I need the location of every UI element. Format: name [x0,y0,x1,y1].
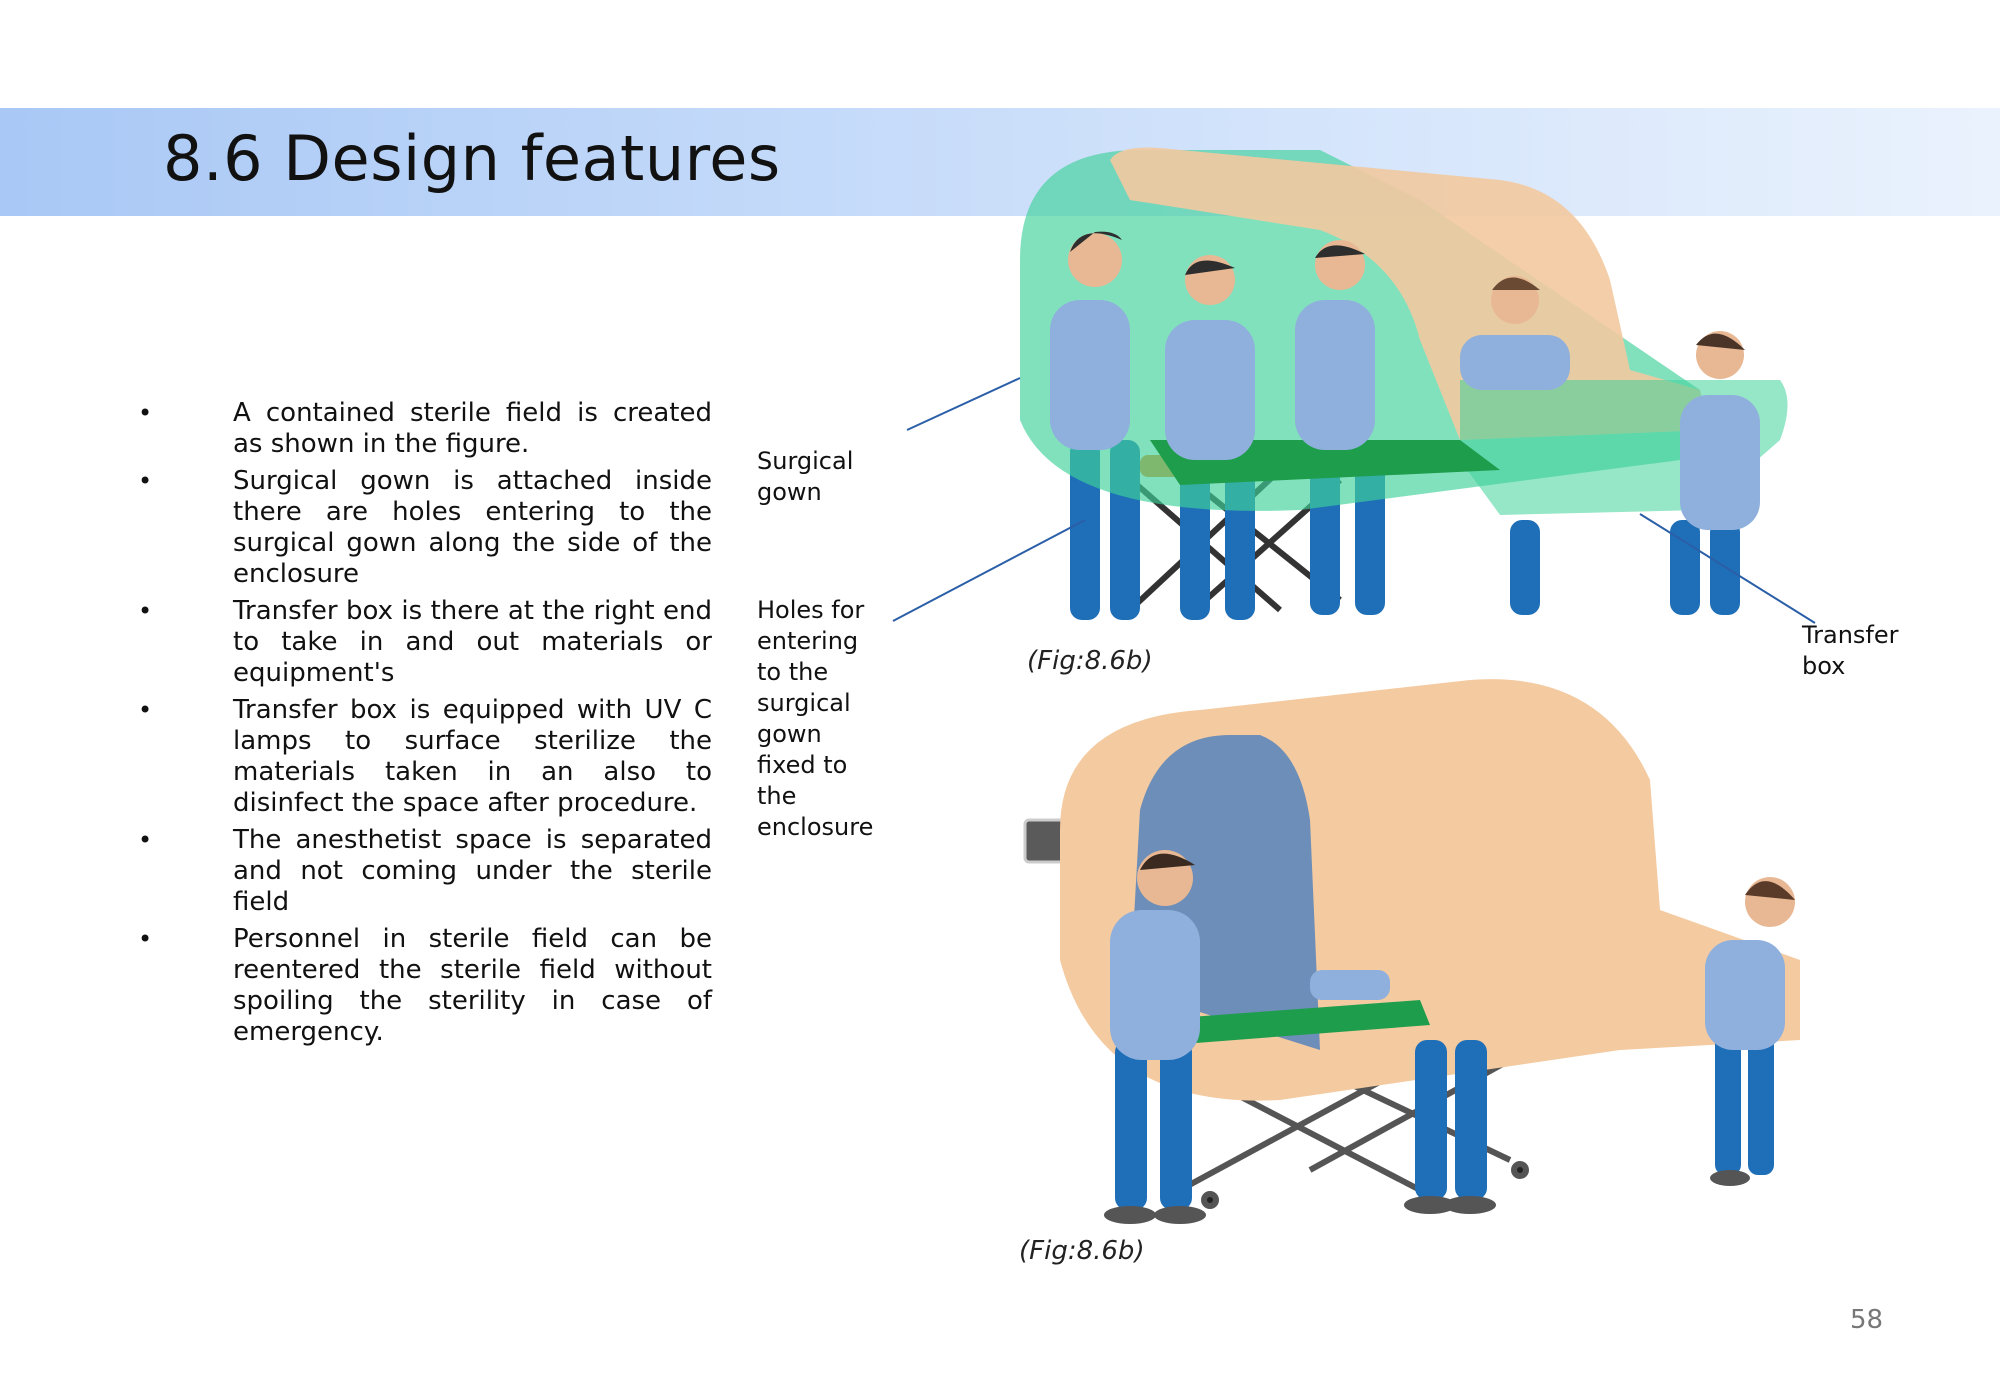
figure-shoes [1104,1170,1750,1224]
figure-caption-bottom: (Fig:8.6b) [1019,1236,1145,1266]
bullet-item: • Personnel in sterile field can be reent… [138,924,712,1048]
bullet-item: • Surgical gown is attached inside there … [138,466,712,590]
callout-transfer-box: Transfer box [1802,621,1899,680]
bullet-marker: • [138,399,153,427]
figure-caption-top: (Fig:8.6b) [1027,646,1153,676]
bullet-text: Personnel in sterile field can be reente… [233,924,712,1047]
page-title: 8.6 Design features [163,122,781,195]
bullet-text: Transfer box is equipped with UV C lamps… [233,695,712,818]
bullet-marker: • [138,696,153,724]
bullet-marker: • [138,826,153,854]
enclosure-illustration-bottom [1023,679,1800,1224]
figure-heads [1068,231,1745,379]
figure-torsos [1110,910,1785,1060]
bullet-item: • Transfer box is equipped with UV C lamp… [138,695,712,819]
figure-torsos [1050,300,1760,530]
bullet-text: A contained sterile field is created as … [233,398,712,459]
bullet-text: Surgical gown is attached inside there a… [233,466,712,589]
page-number: 58 [1850,1305,1884,1335]
bullet-item: • Transfer box is there at the right end … [138,596,712,689]
bullet-marker: • [138,467,153,495]
figure-heads [1137,850,1795,927]
bullet-text: The anesthetist space is separated and n… [233,825,712,917]
bullet-marker: • [138,597,153,625]
sterile-drape [1150,1000,1430,1045]
bullet-item: • A contained sterile field is created as… [138,398,712,460]
bullet-marker: • [138,925,153,953]
enclosure-illustration-top [1020,147,1788,620]
bullet-list: • A contained sterile field is created as… [138,398,712,1054]
bullet-item: • The anesthetist space is separated and … [138,825,712,918]
callout-holes: Holes for entering to the surgical gown … [757,596,874,841]
title-band [0,108,2000,216]
bullet-text: Transfer box is there at the right end t… [233,596,712,688]
callout-surgical-gown: Surgical gown [757,447,854,506]
